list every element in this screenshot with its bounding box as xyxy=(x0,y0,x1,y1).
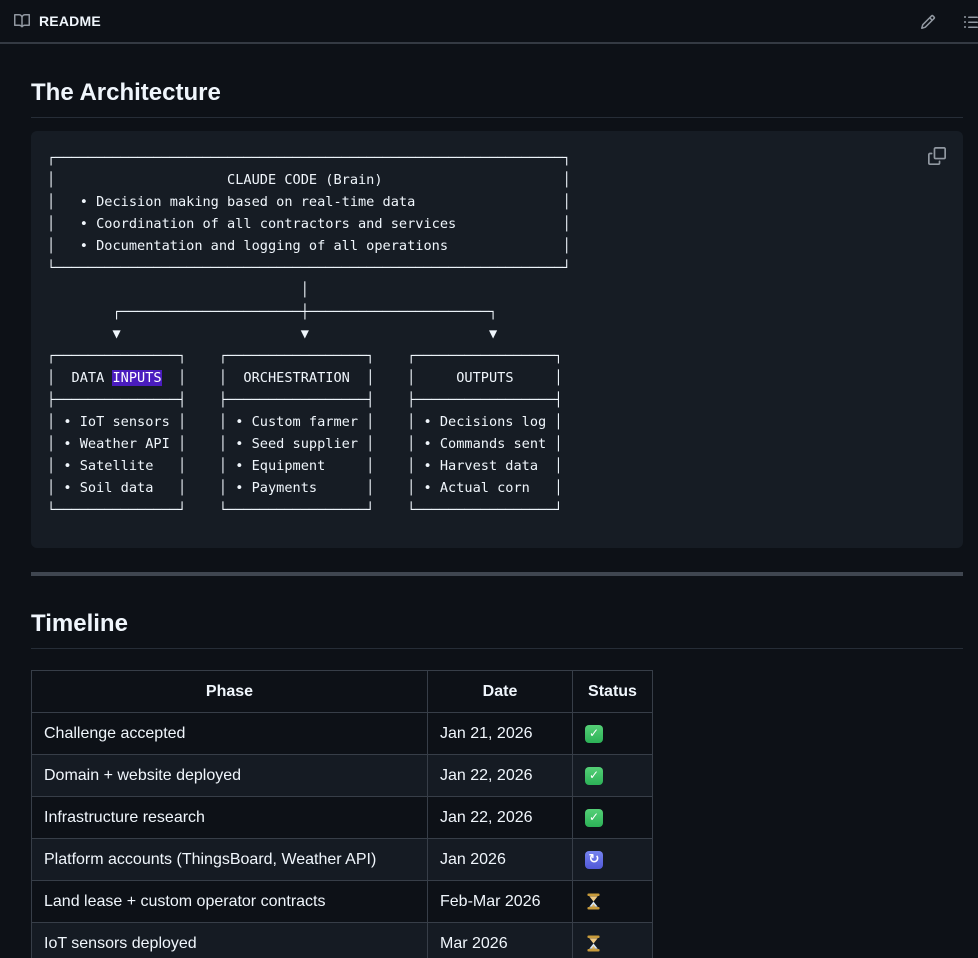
phase-cell: Challenge accepted xyxy=(31,712,428,755)
date-cell: Jan 2026 xyxy=(427,838,573,881)
file-header-bar: README xyxy=(0,0,978,44)
status-icon: ✓↻ xyxy=(585,893,601,911)
check-icon: ✓ xyxy=(585,766,603,785)
status-cell: ✓↻ xyxy=(572,922,653,958)
date-cell: Mar 2026 xyxy=(427,922,573,958)
status-icon: ✓↻ xyxy=(585,808,603,827)
phase-column-header: Phase xyxy=(31,670,428,713)
status-icon: ✓↻ xyxy=(585,724,603,743)
architecture-code-block: ┌───────────────────────────────────────… xyxy=(31,131,963,548)
copy-button[interactable] xyxy=(926,145,948,167)
status-cell: ✓↻ xyxy=(572,838,653,881)
date-cell: Jan 21, 2026 xyxy=(427,712,573,755)
status-icon: ✓↻ xyxy=(585,850,603,869)
table-row: IoT sensors deployed Mar 2026 ✓↻ xyxy=(31,922,653,958)
timeline-table: Phase Date Status Challenge accepted Jan… xyxy=(31,670,653,958)
copy-icon xyxy=(928,147,946,165)
phase-cell: IoT sensors deployed xyxy=(31,922,428,958)
status-cell: ✓↻ xyxy=(572,796,653,839)
table-row: Domain + website deployed Jan 22, 2026 ✓… xyxy=(31,754,653,797)
check-icon: ✓ xyxy=(585,808,603,827)
date-cell: Jan 22, 2026 xyxy=(427,754,573,797)
tab-readme[interactable]: README xyxy=(0,0,117,42)
phase-cell: Platform accounts (ThingsBoard, Weather … xyxy=(31,838,428,881)
phase-cell: Land lease + custom operator contracts xyxy=(31,880,428,923)
tab-readme-label: README xyxy=(39,13,101,29)
timeline-heading: Timeline xyxy=(31,609,963,649)
refresh-icon: ↻ xyxy=(585,850,603,869)
status-icon: ✓↻ xyxy=(585,766,603,785)
table-header-row: Phase Date Status xyxy=(31,670,653,713)
status-cell: ✓↻ xyxy=(572,880,653,923)
section-divider xyxy=(31,572,963,576)
table-row: Infrastructure research Jan 22, 2026 ✓↻ xyxy=(31,796,653,839)
table-row: Land lease + custom operator contracts F… xyxy=(31,880,653,923)
pencil-icon xyxy=(920,14,936,30)
date-column-header: Date xyxy=(427,670,573,713)
architecture-heading: The Architecture xyxy=(31,78,963,118)
date-cell: Jan 22, 2026 xyxy=(427,796,573,839)
status-cell: ✓↻ xyxy=(572,712,653,755)
phase-cell: Domain + website deployed xyxy=(31,754,428,797)
outline-button[interactable] xyxy=(957,8,978,36)
list-icon xyxy=(963,14,978,30)
table-row: Platform accounts (ThingsBoard, Weather … xyxy=(31,838,653,881)
readme-content: The Architecture ┌──────────────────────… xyxy=(0,78,978,958)
ascii-architecture-diagram: ┌───────────────────────────────────────… xyxy=(47,150,571,518)
hourglass-icon xyxy=(585,893,601,911)
status-cell: ✓↻ xyxy=(572,754,653,797)
table-row: Challenge accepted Jan 21, 2026 ✓↻ xyxy=(31,712,653,755)
status-column-header: Status xyxy=(572,670,653,713)
check-icon: ✓ xyxy=(585,724,603,743)
date-cell: Feb-Mar 2026 xyxy=(427,880,573,923)
search-match-highlight: INPUTS xyxy=(112,370,162,386)
book-icon xyxy=(14,13,30,29)
edit-button[interactable] xyxy=(914,8,942,36)
phase-cell: Infrastructure research xyxy=(31,796,428,839)
hourglass-icon xyxy=(585,935,601,953)
status-icon: ✓↻ xyxy=(585,935,601,953)
